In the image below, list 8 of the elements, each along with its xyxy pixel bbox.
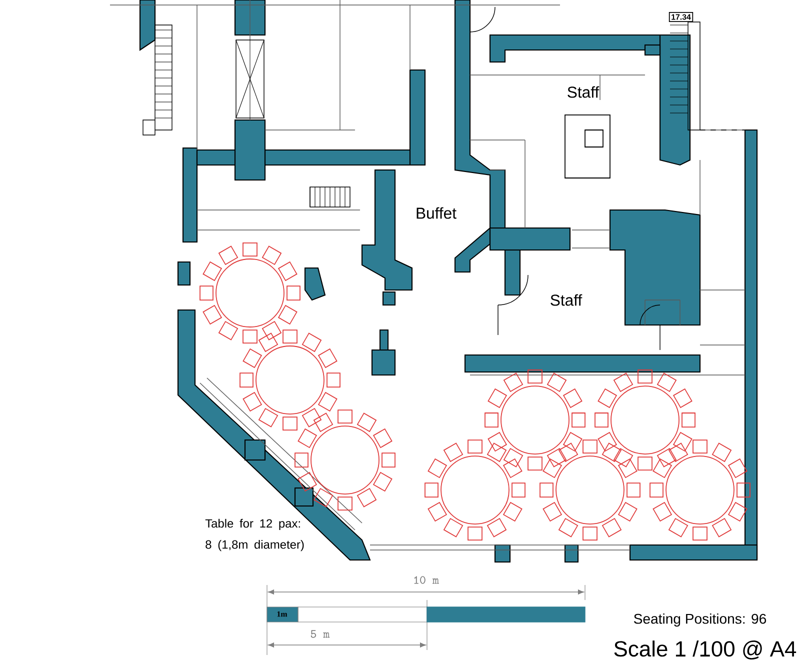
dimension-label: 5 m <box>310 630 330 638</box>
note-text: Table for 12 pax: 8 (1,8m diameter) <box>205 518 304 552</box>
dimension-label: 10 m <box>414 576 439 584</box>
seating-total: Seating Positions: 96 <box>634 613 766 627</box>
scale-text: Scale 1 /100 @ A4 <box>614 640 796 660</box>
room-label: Staff <box>550 294 582 306</box>
room-label: Buffet <box>416 207 456 219</box>
room-label: Staff <box>568 86 600 98</box>
